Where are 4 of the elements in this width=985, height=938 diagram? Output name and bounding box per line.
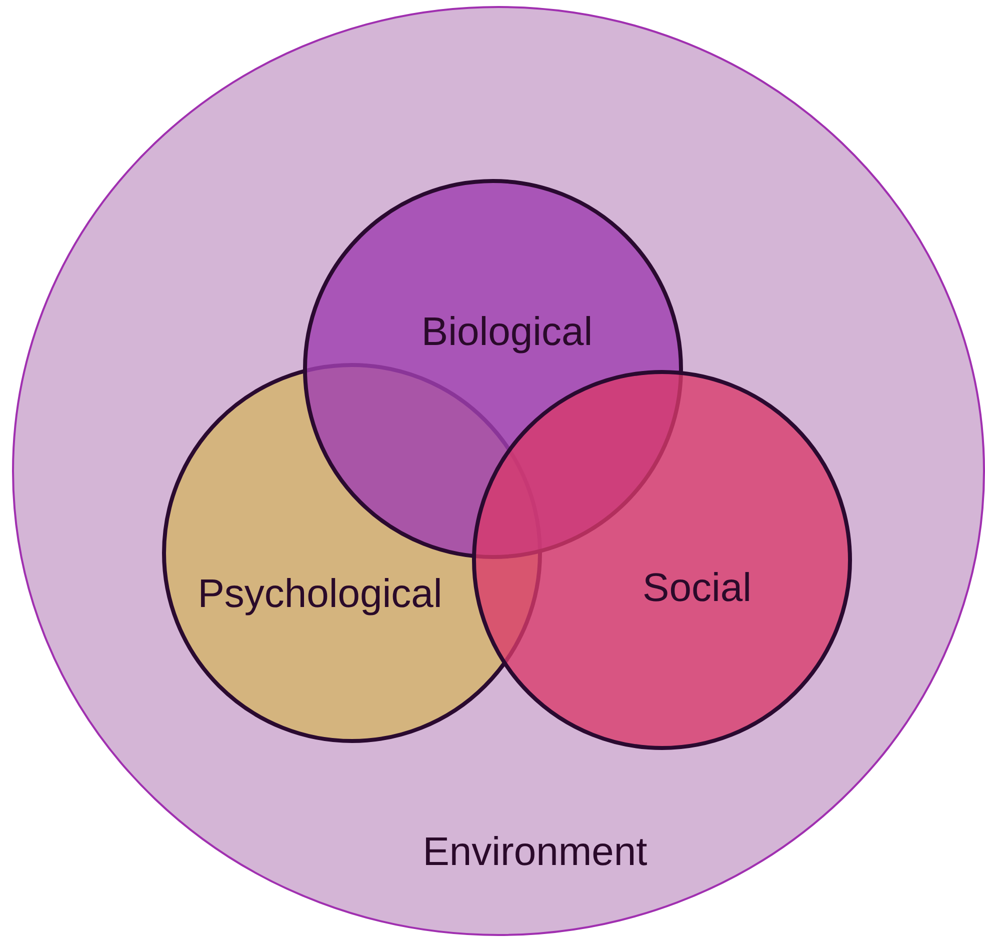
- circle-label: Social: [642, 568, 752, 608]
- circle-label: Environment: [422, 832, 648, 872]
- circle-label: Biological: [421, 312, 593, 352]
- circle-label: Psychological: [198, 574, 442, 614]
